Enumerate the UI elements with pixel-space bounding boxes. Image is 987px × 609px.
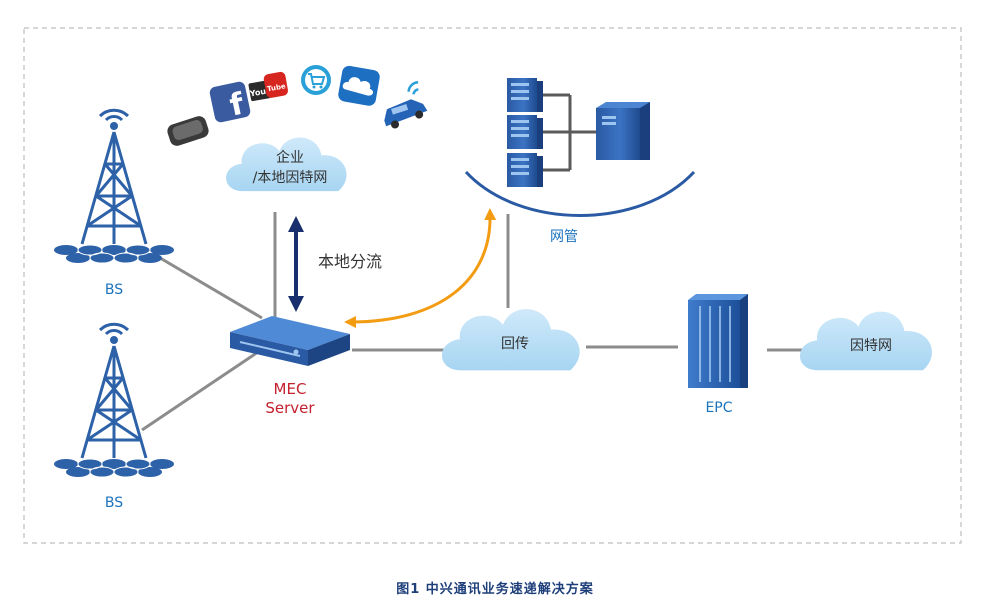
enterprise-cloud-label: 企业 /本地因特网 (240, 148, 340, 188)
enterprise-cloud-line1: 企业 (276, 150, 304, 166)
facebook-icon: f (209, 81, 251, 124)
vr-headset-icon (167, 116, 209, 146)
cloud-app-icon (338, 65, 380, 106)
svg-text:Tube: Tube (266, 82, 286, 93)
shopping-cart-icon (301, 65, 331, 95)
bs-top-label: BS (104, 282, 124, 298)
internet-label: 因特网 (850, 338, 892, 354)
management-arrow (344, 208, 497, 328)
base-station-top (52, 108, 176, 265)
local-offload-label: 本地分流 (318, 252, 383, 271)
mec-server-label: MEC Server (250, 380, 330, 418)
network-management-label: 网管 (550, 229, 578, 245)
figure-caption: 图1 中兴通讯业务速递解决方案 (396, 582, 594, 597)
mec-label-line1: MEC (273, 380, 307, 398)
network-management-servers (464, 78, 696, 217)
enterprise-cloud-line2: /本地因特网 (252, 170, 328, 186)
epc-cabinet (688, 294, 748, 388)
bs-bottom-label: BS (104, 495, 124, 511)
connected-car-icon (384, 81, 428, 129)
mec-label-line2: Server (265, 399, 315, 417)
link-lines (141, 212, 808, 432)
epc-label: EPC (705, 400, 733, 416)
diagram-frame (23, 27, 962, 544)
svg-text:You: You (248, 87, 267, 99)
backhaul-label: 回传 (501, 336, 529, 352)
base-station-bottom (52, 322, 176, 479)
youtube-icon: You Tube (248, 71, 288, 102)
mec-server (230, 316, 350, 366)
